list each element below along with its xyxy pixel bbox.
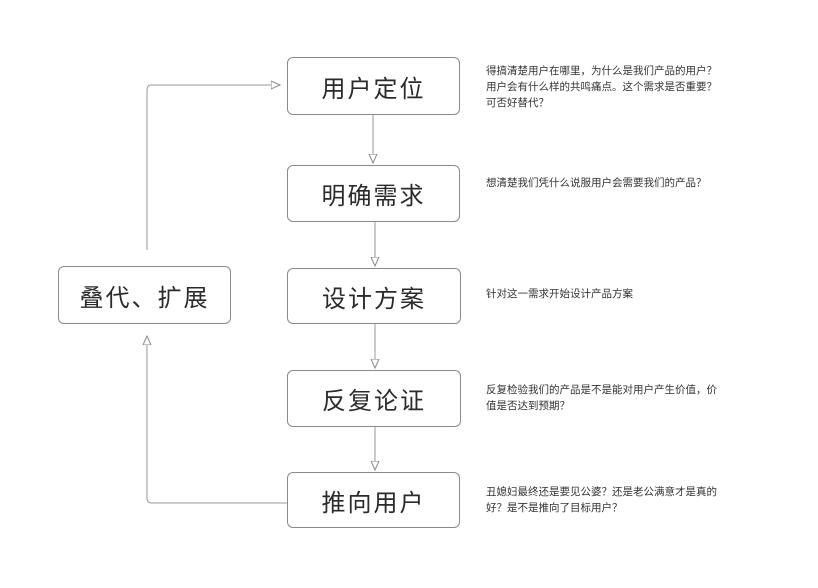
step-validate: 反复论证 [287, 370, 461, 427]
note-user-positioning: 得搞清楚用户在哪里，为什么是我们产品的用户？用户会有什么样的共鸣痛点。这个需求是… [486, 65, 717, 109]
step-launch-to-users: 推向用户 [287, 472, 460, 528]
arrow-iterate-to-step1 [146, 85, 280, 250]
iterate-expand-box: 叠代、扩展 [58, 266, 231, 324]
arrow-step5-to-iterate [147, 336, 287, 504]
note-validate: 反复检验我们的产品是不是能对用户产生价值，价值是否达到预期？ [486, 384, 717, 412]
note-launch-to-users: 丑媳妇最终还是要见公婆？还是老公满意才是真的好？是不是推向了目标用户？ [486, 486, 717, 514]
note-define-needs: 想清楚我们凭什么说服用户会需要我们的产品？ [486, 177, 707, 189]
step-user-positioning: 用户定位 [287, 57, 460, 115]
step-design-solution: 设计方案 [287, 268, 461, 324]
note-design-solution: 针对这一需求开始设计产品方案 [486, 288, 633, 300]
step-define-needs: 明确需求 [287, 165, 460, 222]
